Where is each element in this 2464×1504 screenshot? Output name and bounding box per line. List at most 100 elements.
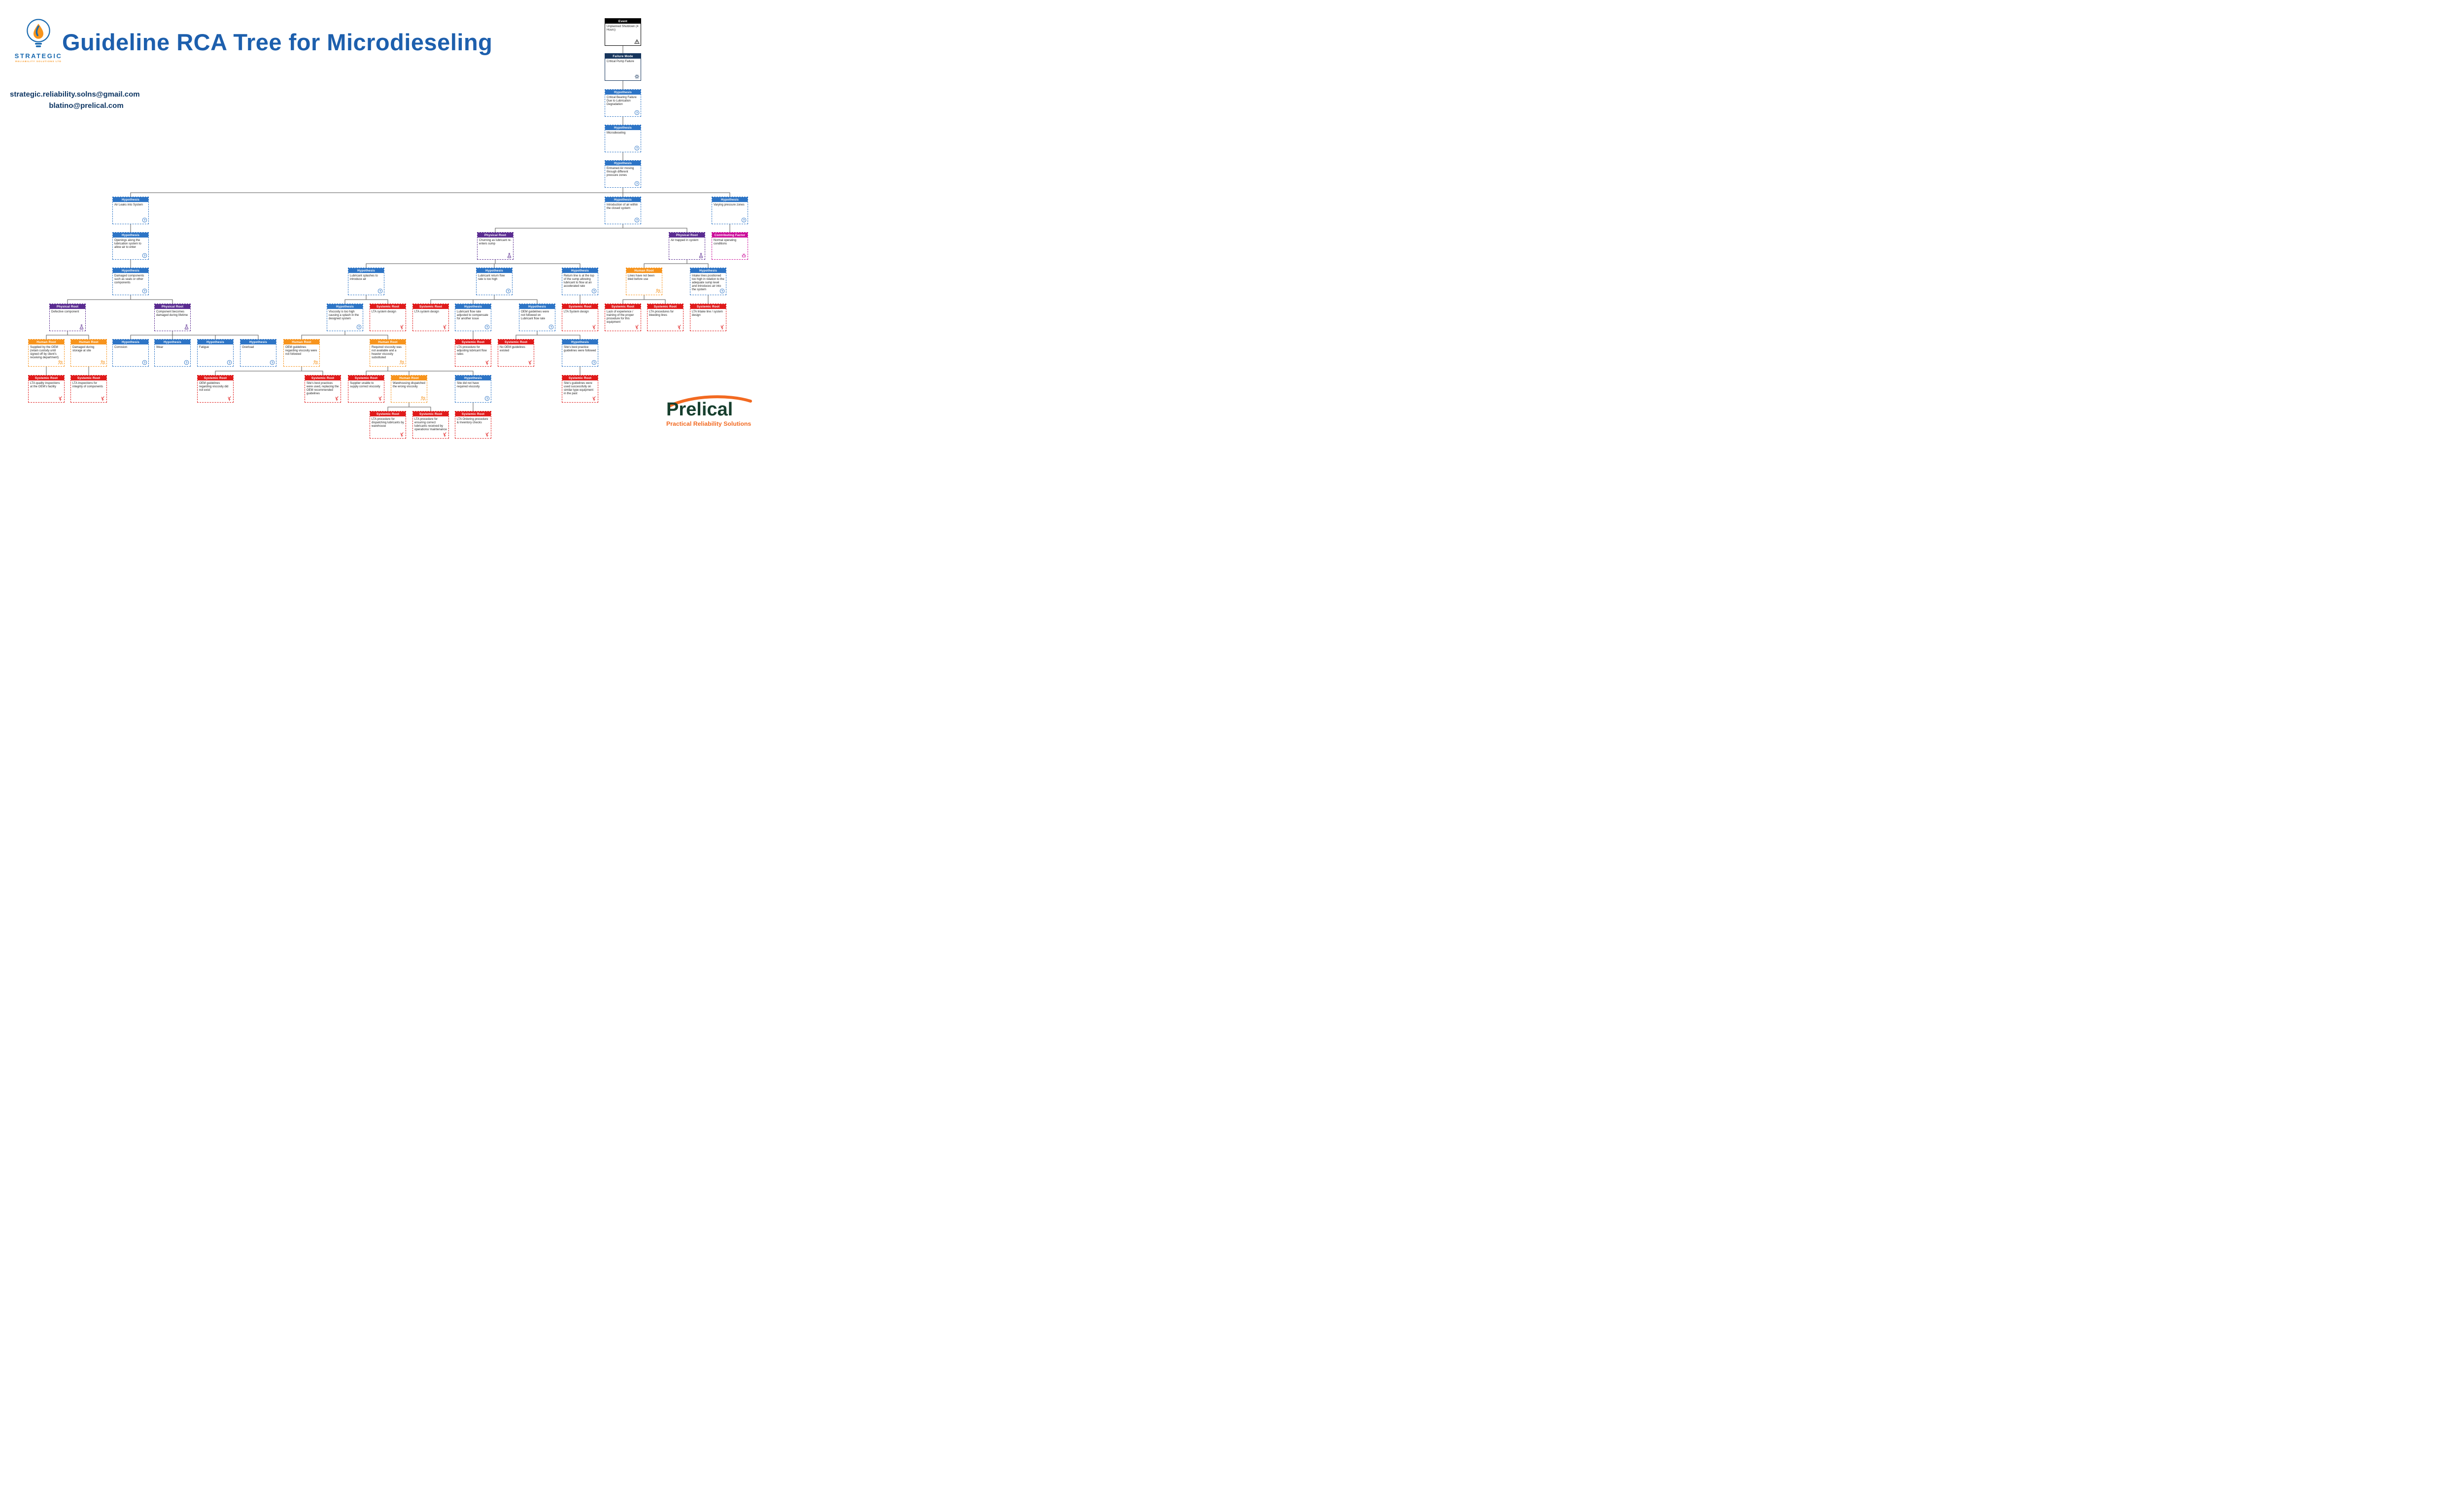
warning-icon	[634, 39, 640, 44]
svg-text:?: ?	[271, 361, 273, 365]
flask-icon	[698, 253, 704, 258]
node-type-label: Systemic Root	[29, 376, 64, 380]
node-text: LTA procedure for adjusting lubricant fl…	[457, 345, 487, 356]
svg-text:?: ?	[143, 361, 145, 365]
node-type-label: Hypothesis	[562, 268, 598, 273]
question-icon: ?	[484, 324, 490, 330]
node-text: LTA Ordering procedure & Inventory check…	[457, 417, 488, 424]
node-text: OEM guidelines were not followed on Lubr…	[521, 310, 549, 320]
svg-text:?: ?	[636, 219, 638, 222]
svg-text:?: ?	[593, 290, 595, 293]
prelical-name: Prelical	[666, 399, 733, 420]
people-icon	[100, 360, 105, 365]
node-text: OEM guidelines regarding viscosity were …	[285, 345, 317, 356]
question-icon: ?	[270, 360, 275, 365]
tree-icon	[527, 360, 533, 365]
tree-icon	[442, 324, 447, 330]
node-text: Component becomes damaged during lifetim…	[156, 310, 188, 317]
bug-icon	[741, 253, 747, 258]
connector-line	[495, 260, 581, 268]
connector-line	[366, 295, 388, 304]
connector-line	[387, 367, 474, 375]
node-type-label: Hypothesis	[198, 340, 233, 344]
swoosh-icon	[666, 393, 754, 408]
svg-text:?: ?	[379, 290, 381, 293]
node-type-label: Hypothesis	[562, 340, 598, 344]
node-type-label: Human Root	[626, 268, 662, 273]
node-type-label: Hypothesis	[455, 304, 491, 309]
node-type-label: Systemic Root	[370, 304, 406, 309]
connector-line	[537, 331, 581, 339]
node-text: Lines have not been bled before use	[628, 274, 655, 281]
strategic-logo: STRATEGIC RELIABILITY SOLUTIONS LTD	[11, 18, 66, 63]
node-text: Microdieseling	[607, 131, 626, 135]
connector-line	[686, 260, 709, 268]
node-text: Varying pressure zones	[714, 203, 745, 206]
node-text: Introduction of air within the closed sy…	[607, 203, 638, 210]
node-type-label: Hypothesis	[113, 340, 148, 344]
node-text: LTA Intake line / system design	[692, 310, 723, 317]
node-text: No OEM guidelines existed	[500, 345, 525, 352]
question-icon: ?	[142, 288, 147, 294]
node-type-label: Systemic Root	[562, 304, 598, 309]
node-type-label: Hypothesis	[690, 268, 726, 273]
svg-text:?: ?	[228, 361, 230, 365]
connector-line	[344, 331, 388, 339]
node-text: Air trapped in system	[671, 239, 699, 242]
node-type-label: Hypothesis	[240, 340, 276, 344]
tree-icon	[58, 396, 63, 401]
question-icon: ?	[634, 110, 640, 115]
people-icon	[313, 360, 318, 365]
flask-icon	[79, 324, 84, 330]
email-primary: strategic.reliability.solns@gmail.com	[10, 90, 140, 99]
node-type-label: Human Root	[29, 340, 64, 344]
tree-icon	[591, 324, 597, 330]
connector-line	[644, 295, 666, 304]
node-text: Fatigue	[199, 345, 209, 349]
tree-icon	[399, 324, 405, 330]
tree-icon	[484, 360, 490, 365]
svg-text:?: ?	[143, 219, 145, 222]
svg-text:?: ?	[721, 290, 723, 293]
node-type-label: Systemic Root	[562, 376, 598, 380]
node-type-label: Human Root	[370, 340, 406, 344]
node-type-label: Physical Root	[478, 233, 513, 238]
question-icon: ?	[634, 181, 640, 186]
node-type-label: Physical Root	[155, 304, 190, 309]
connector-line	[172, 331, 259, 339]
node-text: Site's best practices were used, replaci…	[307, 381, 339, 395]
node-text: Lubricant flow rate adjusted to compensa…	[457, 310, 488, 320]
flask-icon	[184, 324, 189, 330]
node-type-label: Human Root	[71, 340, 106, 344]
node-type-label: Failure Mode	[605, 54, 641, 59]
node-type-label: Hypothesis	[155, 340, 190, 344]
node-text: OEM guidelines regarding viscosity did n…	[199, 381, 229, 392]
node-text: Entrained Air moving through different p…	[607, 167, 634, 177]
node-type-label: Contributing Factor	[712, 233, 748, 238]
node-type-label: Systemic Root	[690, 304, 726, 309]
lightbulb-icon	[11, 18, 66, 51]
svg-text:?: ?	[486, 326, 488, 329]
tree-icon	[100, 396, 105, 401]
svg-text:?: ?	[486, 397, 488, 401]
node-text: Critical Pump Failure	[607, 60, 634, 63]
tree-connectors	[46, 46, 730, 411]
question-icon: ?	[142, 253, 147, 258]
tree-icon	[377, 396, 383, 401]
node-type-label: Systemic Root	[413, 304, 448, 309]
